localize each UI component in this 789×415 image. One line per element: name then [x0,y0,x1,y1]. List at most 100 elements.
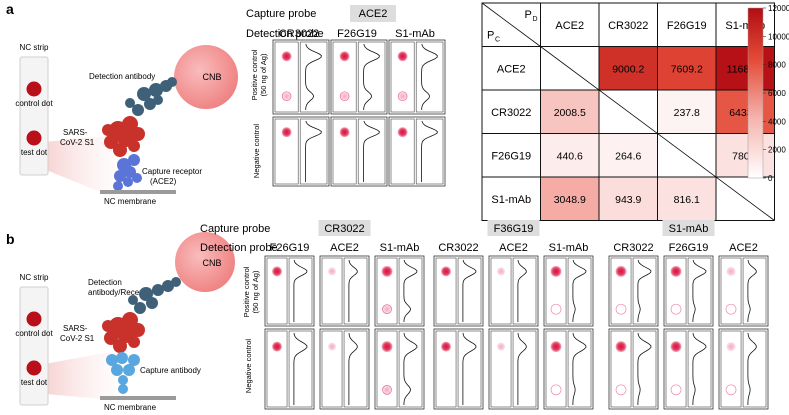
detection-probe-b-2-2: ACE2 [499,242,528,254]
heatmap-cell [657,46,716,90]
svg-text:Positive control: Positive control [242,266,251,317]
svg-text:Positive control: Positive control [250,49,259,100]
detection-probe-label-a: Detection probe [246,28,324,40]
control-dot [670,265,682,277]
control-dot [550,265,562,277]
detection-antibody-icon [125,77,177,116]
panel-a-strips [272,39,446,187]
cnb-particle-icon-b [175,232,235,292]
test-dot-outline [725,384,737,396]
nc-strip-shape-b [19,286,49,406]
column-header-cell [598,2,658,47]
control-dot [550,341,562,353]
col-axis-sub: D [533,16,538,23]
panel-a-schematic: NC strip control dot test dot CNB Detect… [15,43,238,206]
test-dot-outline [725,303,737,315]
control-dot [615,341,627,353]
capture-probe-ace2: ACE2 [359,8,388,20]
test-dot-outline [550,384,562,396]
control-dot [381,341,393,353]
control-dot [328,267,337,276]
intensity-profile [517,332,527,405]
capture-probe-box-b-2 [487,220,540,236]
strip-b-positive-1-1 [264,255,315,327]
test-dot [382,384,392,395]
heatmap-cell [599,133,658,177]
test-dot-outline [615,384,627,396]
intensity-profile [692,259,707,322]
colorbar-tick-label: 0 [768,174,773,183]
svg-text:(50 ng of Ag): (50 ng of Ag) [259,53,268,96]
row-pos-label-b: Positive control (50 ng of Ag) [242,266,260,317]
detection-label-b-1: Detection [88,278,122,287]
detection-probe-b-1-1: F26G19 [270,242,310,254]
svg-text:Negative control: Negative control [244,339,253,394]
detection-probe-b-1-2: ACE2 [330,242,359,254]
panel-b-schematic: NC strip control dot test dot CNB Detect… [15,232,235,412]
strip-b-negative-3-3 [718,328,769,410]
detection-probe-b-3-2: F26G19 [669,242,709,254]
heatmap-cell-label: 816.1 [674,194,700,206]
intensity-profile [403,259,418,323]
intensity-profile [637,332,652,405]
detection-probe-b-3-3: ACE2 [729,242,758,254]
control-dot [381,265,393,277]
panel-a: a NC strip control dot test dot CNB Dete… [6,1,446,206]
capture-receptor-ace2-icon [113,154,142,191]
capture-receptor-label-2: (ACE2) [150,177,177,186]
capture-antibody-icon [106,352,140,394]
column-header-cell [715,2,775,47]
nc-strip-label-b: NC strip [20,273,49,282]
intensity-profile [421,120,438,182]
strip-b-negative-2-1 [433,328,484,410]
heatmap-cell [716,46,775,90]
capture-probe-label-b: Capture probe [200,223,270,235]
test-dot-outline [550,303,562,315]
heatmap-cell-label: 943.9 [615,194,641,206]
control-dot [615,265,627,277]
intensity-profile [293,259,308,322]
control-dot [670,341,682,353]
strip-a-negative-3 [388,116,446,187]
control-dot [272,266,283,277]
detection-probe-a-1: CR3022 [279,28,319,40]
capture-antibody-label: Capture antibody [140,366,201,375]
detection-probe-b-3-1: CR3022 [613,242,653,254]
strip-b-negative-3-2 [663,328,714,410]
heatmap-cell [540,90,599,134]
intensity-profile [348,332,358,405]
intensity-profile [421,43,438,110]
control-dot-label-b: control dot [15,329,53,338]
strip-a-negative-1 [272,116,330,187]
nc-membrane-bar-b [100,396,176,400]
test-dot-shape [26,130,42,146]
control-dot [339,51,350,62]
cnb-label: CNB [202,72,221,82]
control-dot [726,266,736,276]
intensity-profile [293,332,308,405]
col-axis-label: P [525,9,532,21]
strip-b-positive-2-2 [488,255,539,327]
colorbar-tick-label: 4000 [768,117,786,126]
row-header: ACE2 [497,63,526,75]
strip-b-positive-3-1 [608,255,659,327]
detection-antibody-icon-b [128,277,181,314]
intensity-profile [348,259,358,322]
control-dot [272,341,283,352]
control-dot [441,341,452,352]
colorbar-gradient [747,7,764,179]
panel-b: b NC strip control dot test dot CNB Dete… [6,220,769,412]
heatmap-cell [599,46,658,90]
nc-strip-label: NC strip [20,43,49,52]
strip-a-positive-3 [388,39,446,115]
colorbar-tick-label: 10000 [768,32,789,41]
nc-membrane-label: NC membrane [104,197,157,206]
strip-b-positive-1-3 [374,255,425,327]
intensity-profile [572,332,587,405]
sars-label-2: CoV-2 S1 [60,138,95,147]
intensity-profile [305,120,322,182]
colorbar-tick-label: 2000 [768,146,786,155]
